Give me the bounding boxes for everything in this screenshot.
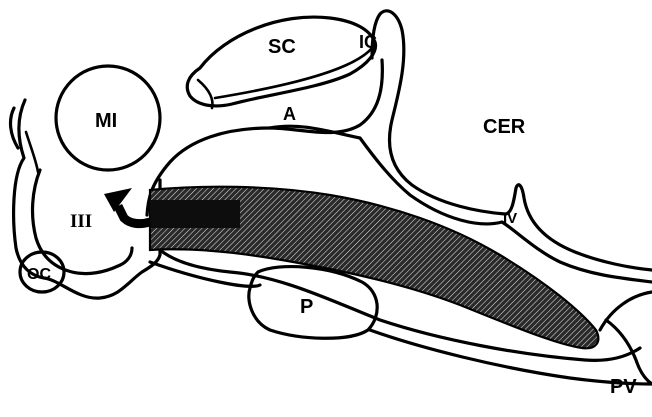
label-ic: IC: [359, 32, 377, 52]
aqueduct-dark-inlet: [150, 200, 240, 228]
third-ventricle-dorsal-tip: [26, 132, 38, 172]
posterior-ventricle-outline: [600, 292, 652, 384]
label-iii: III: [70, 211, 92, 232]
superior-colliculus-shape: [187, 17, 375, 106]
label-cer: CER: [483, 116, 526, 138]
label-iv: IV: [503, 210, 517, 227]
label-oc: OC: [27, 266, 51, 283]
label-a: A: [283, 104, 296, 124]
third-ventricle-anterior-wall: [11, 108, 18, 148]
label-pv: PV: [610, 376, 637, 398]
label-sc: SC: [268, 36, 296, 58]
curved-arrow-up-left-icon: [104, 188, 150, 224]
label-mi: MI: [95, 110, 117, 132]
label-p: P: [300, 296, 313, 318]
